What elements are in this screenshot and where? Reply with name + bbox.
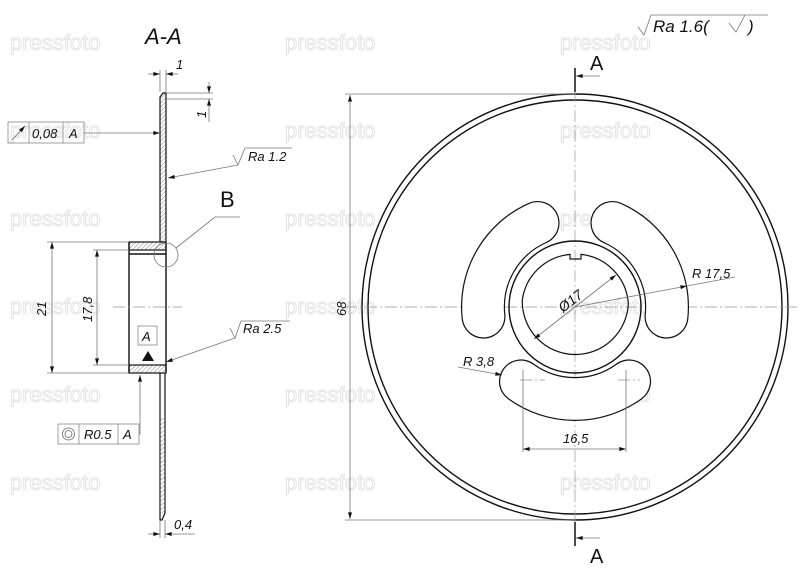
bore-with-keyway bbox=[521, 253, 629, 356]
watermark: pressfoto bbox=[10, 30, 101, 55]
watermark: pressfoto bbox=[560, 470, 651, 495]
dim-hub-inner: 17,8 bbox=[80, 296, 95, 322]
surface-finish-bore: Ra 2.5 bbox=[165, 320, 290, 363]
dim-slot-span: 16,5 bbox=[563, 431, 589, 446]
hub-top-flange bbox=[128, 241, 167, 251]
dim-plate-thickness: 0,4 bbox=[174, 517, 192, 532]
plate-upper bbox=[159, 92, 167, 243]
watermark: pressfoto bbox=[10, 382, 101, 407]
svg-text:Ra 1.2: Ra 1.2 bbox=[248, 149, 287, 164]
cut-marker-bottom: A bbox=[590, 546, 604, 568]
watermark: pressfoto bbox=[560, 118, 651, 143]
kidney-slot-1 bbox=[500, 360, 650, 420]
surface-finish-plate: Ra 1.2 bbox=[167, 147, 292, 179]
dim-chamfer-height: 1 bbox=[194, 111, 209, 118]
cut-marker-top: A bbox=[590, 53, 604, 75]
concentricity-tolerance-frame: R0.5 A bbox=[57, 375, 142, 445]
watermark: pressfoto bbox=[285, 470, 376, 495]
dim-hub-outer: 21 bbox=[34, 302, 49, 317]
watermark: pressfoto bbox=[285, 206, 376, 231]
hub-ring bbox=[508, 240, 642, 374]
dim-slot-end-radius: R 3,8 bbox=[463, 354, 495, 369]
watermark: pressfoto bbox=[560, 30, 651, 55]
dim-chamfer-width: 1 bbox=[176, 57, 183, 72]
concentricity-datum: A bbox=[122, 427, 132, 442]
section-view: A-A 1 1 0,08 A bbox=[7, 24, 292, 538]
hub-bottom-flange bbox=[128, 364, 167, 374]
front-view: Ra 1.6( ) A A 68 Ø17 R 17,5 bbox=[334, 14, 800, 568]
watermark: pressfoto bbox=[285, 118, 376, 143]
datum-triangle-icon bbox=[142, 351, 154, 361]
runout-datum: A bbox=[68, 126, 78, 141]
dim-slot-radius: R 17,5 bbox=[692, 266, 731, 281]
dim-outer-diameter: 68 bbox=[334, 301, 349, 316]
datum-label: A bbox=[141, 329, 151, 344]
watermark: pressfoto bbox=[10, 206, 101, 231]
watermark: pressfoto bbox=[285, 30, 376, 55]
kidney-slot-3 bbox=[591, 202, 688, 338]
runout-icon bbox=[11, 125, 26, 141]
watermark: pressfoto bbox=[285, 382, 376, 407]
watermark: pressfoto bbox=[10, 294, 101, 319]
watermark: pressfoto bbox=[10, 470, 101, 495]
detail-marker: B bbox=[220, 187, 235, 212]
svg-text:Ra 1.6(: Ra 1.6( bbox=[653, 17, 711, 36]
datum-box bbox=[137, 325, 158, 346]
general-surface-finish: Ra 1.6( ) bbox=[637, 14, 768, 36]
watermark: pressfoto bbox=[285, 294, 376, 319]
runout-tolerance-frame: 0,08 A bbox=[7, 121, 160, 144]
section-title: A-A bbox=[143, 24, 182, 49]
runout-value: 0,08 bbox=[32, 126, 58, 141]
svg-text:): ) bbox=[746, 17, 754, 36]
kidney-slots bbox=[461, 200, 689, 421]
kidney-slot-2 bbox=[462, 202, 559, 338]
svg-text:Ra 2.5: Ra 2.5 bbox=[243, 321, 282, 336]
concentricity-value: R0.5 bbox=[84, 427, 112, 442]
concentricity-icon bbox=[62, 427, 75, 441]
